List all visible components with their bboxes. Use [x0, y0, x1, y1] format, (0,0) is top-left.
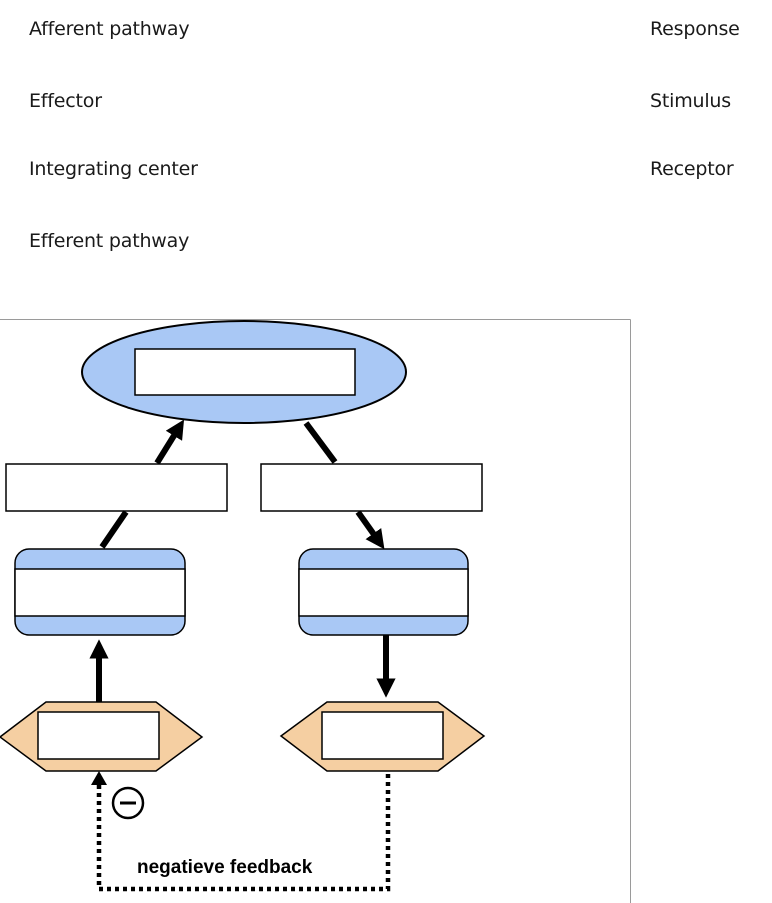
arrow-afferent-to-center: [154, 419, 185, 465]
term-efferent-pathway[interactable]: Efferent pathway: [29, 230, 190, 252]
term-effector[interactable]: Effector: [29, 90, 102, 112]
diagram-frame: [0, 319, 631, 903]
arrow-pathway-to-right-module: [355, 510, 385, 550]
drop-box-integrating-center[interactable]: [134, 348, 356, 396]
drop-box-right-pathway[interactable]: [260, 463, 483, 512]
term-receptor[interactable]: Receptor: [650, 158, 734, 180]
integrating-center-node: [81, 320, 407, 424]
term-integrating-center[interactable]: Integrating center: [29, 158, 198, 180]
term-stimulus[interactable]: Stimulus: [650, 90, 731, 112]
left-module-node: [14, 548, 186, 636]
right-hexagon-node: [279, 701, 486, 772]
term-afferent-pathway[interactable]: Afferent pathway: [29, 18, 190, 40]
term-response[interactable]: Response: [650, 18, 740, 40]
arrow-left-module-to-pathway: [99, 510, 129, 549]
arrow-center-to-efferent: [303, 421, 338, 464]
negative-sign-icon: [111, 786, 145, 820]
right-module-node: [298, 548, 469, 636]
drop-box-left-pathway[interactable]: [5, 463, 228, 512]
drop-box-left-module[interactable]: [14, 568, 186, 617]
drop-box-right-hexagon[interactable]: [321, 711, 444, 760]
negative-feedback-loop: [91, 771, 391, 892]
feedback-arrowhead: [91, 771, 107, 785]
feedback-label: negatieve feedback: [137, 857, 313, 878]
drop-box-left-hexagon[interactable]: [37, 711, 160, 760]
drop-box-right-module[interactable]: [298, 568, 469, 617]
left-hexagon-node: [0, 701, 204, 772]
